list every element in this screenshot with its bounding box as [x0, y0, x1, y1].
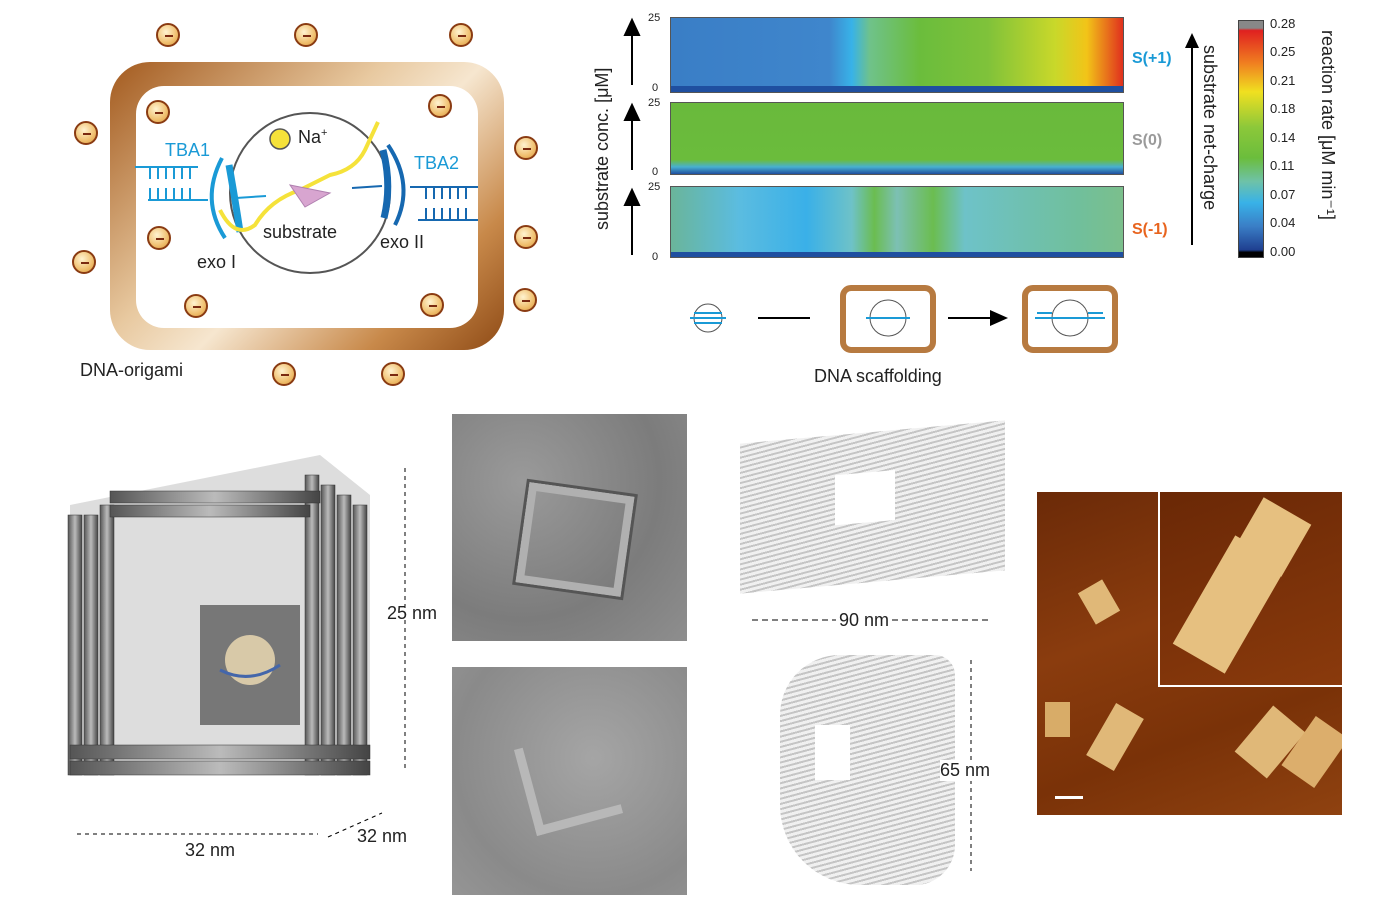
- y-tick: 0: [652, 166, 659, 178]
- heatmap-panel-s-0: [670, 102, 1124, 175]
- box-height-label: 25 nm: [387, 603, 438, 623]
- negative-charge-icon: [514, 225, 538, 249]
- heatmap-panel-s-minus1: [670, 186, 1124, 258]
- origami-curved-model: [780, 655, 955, 885]
- concentration-arrows: [623, 17, 641, 255]
- heatmap-panel-s-plus1: [670, 17, 1124, 93]
- panel-label-s-minus1: S(-1): [1132, 221, 1168, 238]
- colorbar-tick: 0.11: [1270, 158, 1295, 173]
- negative-charge-icon: [381, 362, 405, 386]
- tem-image-closed: [452, 414, 687, 641]
- negative-charge-icon: [146, 100, 170, 124]
- negative-charge-icon: [513, 288, 537, 312]
- y-axis-label: substrate conc. [μM]: [592, 67, 612, 230]
- negative-charge-icon: [420, 293, 444, 317]
- origami-label: DNA-origami: [80, 360, 184, 380]
- panel-label-s-0: S(0): [1132, 132, 1163, 149]
- net-charge-arrow: [1185, 33, 1199, 245]
- afm-inset: [1158, 492, 1342, 687]
- scaffolding-schematic: [690, 285, 1118, 353]
- box-height-dimension: [404, 468, 406, 772]
- negative-charge-icon: [72, 250, 96, 274]
- origami-box-model: [67, 455, 371, 776]
- colorbar-title: reaction rate [μM min⁻¹]: [1318, 30, 1338, 220]
- origami-plane-model: [740, 420, 1005, 594]
- y-tick: 25: [648, 97, 661, 109]
- colorbar-tick: 0.18: [1270, 101, 1296, 116]
- colorbar-tick: 0.21: [1270, 73, 1296, 88]
- ion-label: Na: [298, 127, 322, 147]
- tem-image-open: [452, 667, 687, 895]
- negative-charge-icon: [272, 362, 296, 386]
- scaffolding-label: DNA scaffolding: [814, 366, 942, 386]
- box-depth-dimension: [327, 812, 383, 838]
- substrate-label: substrate: [263, 222, 338, 242]
- y-tick: 25: [648, 181, 661, 193]
- colorbar-tick: 0.25: [1270, 44, 1296, 59]
- colorbar-tick: 0.28: [1270, 16, 1296, 31]
- ion-charge: +: [321, 127, 328, 139]
- origami-interior: [136, 86, 478, 328]
- panel-label-s-plus1: S(+1): [1132, 50, 1172, 67]
- negative-charge-icon: [294, 23, 318, 47]
- negative-charge-icon: [147, 226, 171, 250]
- negative-charge-icon: [514, 136, 538, 160]
- thrombin-diagram: [135, 112, 478, 274]
- negative-charge-icon: [449, 23, 473, 47]
- origami-schematic: Na+ TBA1 TBA2 substrate exo I exo II DNA…: [0, 0, 560, 400]
- negative-charge-icon: [428, 94, 452, 118]
- colorbar-tick: 0.07: [1270, 187, 1296, 202]
- negative-charge-icon: [184, 294, 208, 318]
- plane-width-label: 90 nm: [836, 610, 893, 631]
- colorbar-tick: 0.04: [1270, 215, 1296, 230]
- y-tick: 0: [652, 82, 659, 94]
- box-depth-label: 32 nm: [357, 826, 408, 846]
- box-width-label: 32 nm: [185, 840, 236, 860]
- negative-charge-icon: [74, 121, 98, 145]
- colorbar-tick: 0.00: [1270, 244, 1296, 259]
- aptamer-tba1-label: TBA1: [165, 140, 211, 160]
- exo-ii-label: exo II: [380, 232, 425, 252]
- net-charge-label: substrate net-charge: [1200, 45, 1220, 211]
- afm-image: [1037, 492, 1342, 815]
- plane-height-label: 65 nm: [940, 760, 991, 781]
- negative-charge-icon: [156, 23, 180, 47]
- y-tick: 25: [648, 12, 661, 24]
- y-tick: 0: [652, 251, 659, 263]
- box-width-dimension: [77, 833, 318, 835]
- exo-i-label: exo I: [197, 252, 237, 272]
- colorbar: [1238, 20, 1264, 258]
- colorbar-tick: 0.14: [1270, 130, 1296, 145]
- aptamer-tba2-label: TBA2: [414, 153, 460, 173]
